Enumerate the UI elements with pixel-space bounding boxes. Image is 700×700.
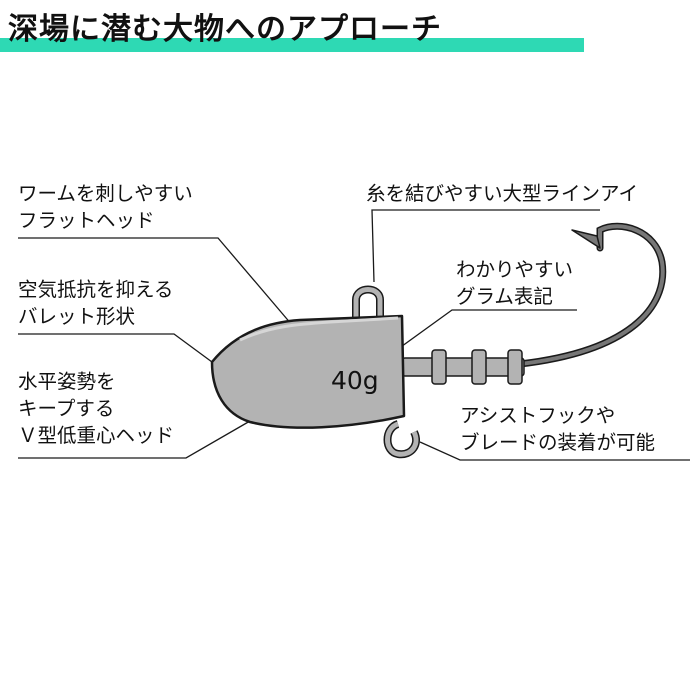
label-line: グラム表記: [456, 285, 553, 308]
leader-gram-marking: [379, 309, 577, 363]
jig-head-body: [210, 314, 406, 429]
leader-line-eye: [371, 209, 600, 283]
line-eye-loop-inner: [353, 287, 383, 318]
label-flat-head: ワームを刺しやすい フラットヘッド: [18, 180, 193, 234]
label-line: わかりやすい: [456, 258, 574, 281]
weight-marking: 40g: [331, 366, 379, 395]
title-bar: 深場に潜む大物へのアプローチ: [0, 0, 700, 58]
page-title: 深場に潜む大物へのアプローチ: [8, 12, 442, 47]
leader-assist-hook: [419, 441, 690, 461]
label-line: アシストフックや: [460, 404, 616, 427]
label-line: 空気抵抗を抑える: [18, 278, 174, 301]
leader-bullet-shape: [18, 333, 213, 363]
label-gram-marking: わかりやすい グラム表記: [456, 256, 573, 310]
label-line: Ｖ型低重心ヘッド: [18, 424, 175, 447]
label-line-eye: 糸を結びやすい大型ラインアイ: [366, 180, 638, 207]
label-line: ブレードの装着が可能: [460, 431, 656, 454]
label-line: 糸を結びやすい大型ラインアイ: [366, 182, 639, 205]
label-bullet-shape: 空気抵抗を抑える バレット形状: [18, 276, 173, 330]
leader-flat-head: [18, 237, 299, 333]
jig-head-flat-top: [239, 316, 399, 342]
label-assist-hook: アシストフックや ブレードの装着が可能: [460, 402, 655, 456]
label-v-low-center: 水平姿勢を キープする Ｖ型低重心ヘッド: [18, 368, 174, 449]
hook-point: [571, 229, 601, 249]
title-accent-band: [0, 38, 584, 52]
hook-wire-inner: [518, 224, 665, 366]
label-line: 水平姿勢を: [18, 370, 116, 393]
label-line: ワームを刺しやすい: [18, 182, 193, 205]
label-line: フラットヘッド: [18, 209, 155, 232]
label-line: バレット形状: [18, 305, 136, 328]
shank-collar: [401, 349, 525, 385]
label-line: キープする: [18, 397, 115, 420]
leader-v-low-center: [18, 420, 251, 459]
assist-eye-loop-inner: [385, 421, 419, 457]
leader-lines: [18, 209, 690, 461]
